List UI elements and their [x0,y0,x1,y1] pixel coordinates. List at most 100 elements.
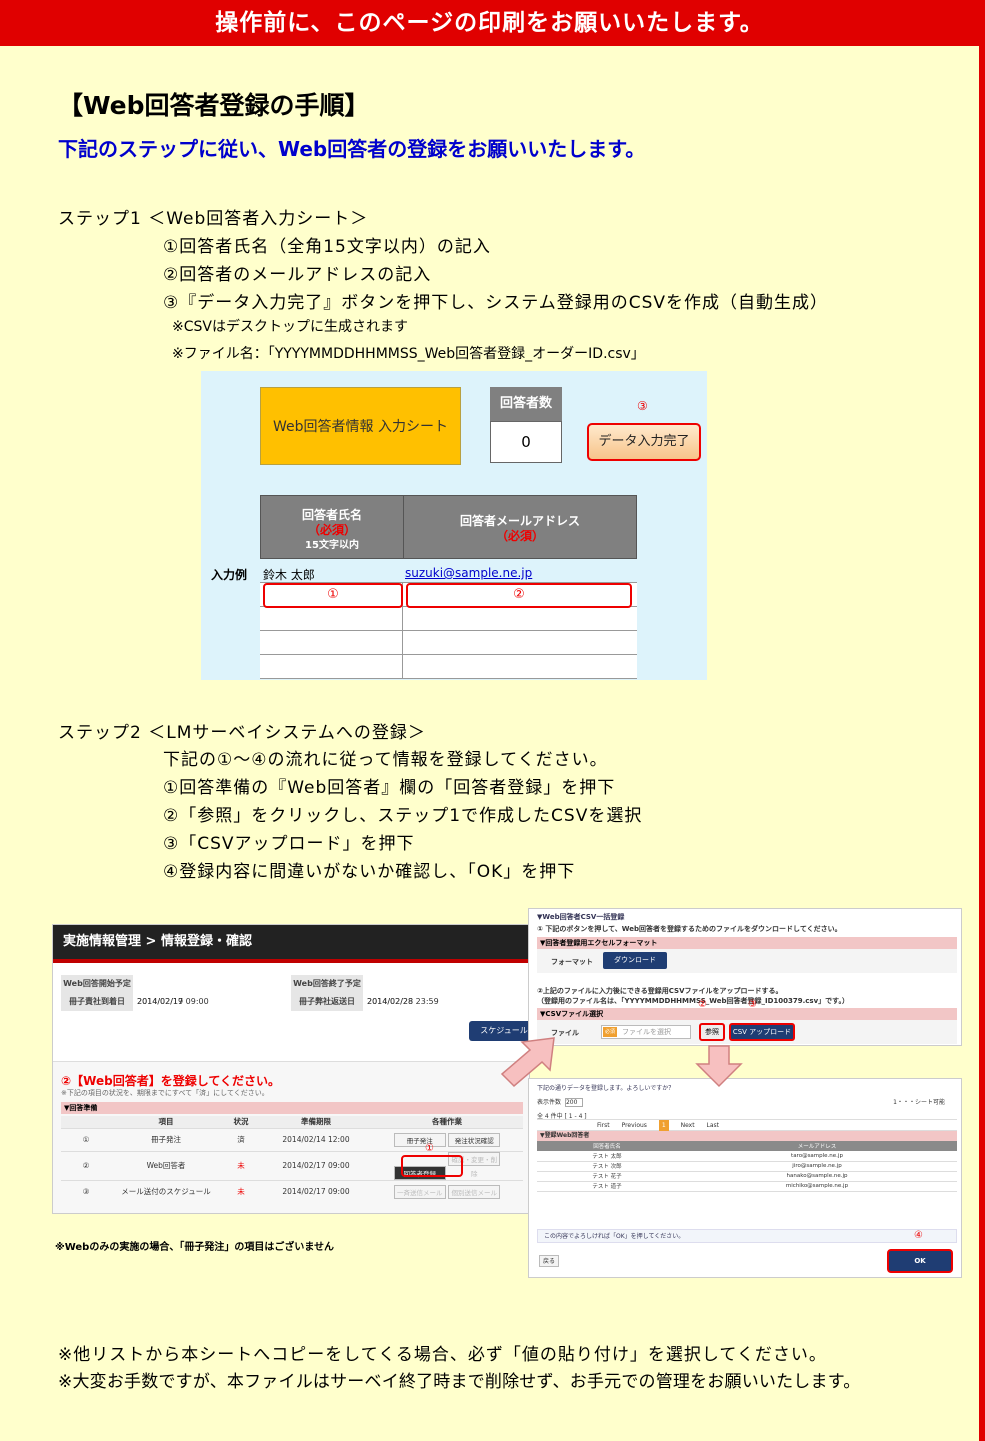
info-label: 冊子責社到着日 [61,993,133,1011]
back-button[interactable]: 戻る [539,1255,559,1267]
info-row: Web回答開始予定日時2014/02/17 09:00Web回答終了予定日時20… [61,975,521,1011]
step2-line: 下記の①～④の流れに従って情報を登録してください。 [163,750,608,770]
browse-button[interactable]: 参照 [699,1023,725,1041]
table-row: ① 冊子発注 済 2014/02/14 12:00 冊子発注 発注状況確認 [61,1127,523,1151]
cell-deadline: 2014/02/14 12:00 [261,1127,371,1151]
example-row [260,559,637,583]
col-name-required: （必須） [307,523,356,537]
page-first-link[interactable]: First [597,1122,610,1129]
individual-mail-button[interactable]: 個別送信メール [448,1184,501,1199]
order-status-button[interactable]: 発注状況確認 [448,1132,501,1147]
cell-item: メール送付のスケジュール [111,1179,221,1203]
marker-1: ① [425,1143,434,1154]
info-label: 冊子弊社返送日 [291,993,363,1011]
info-value: 2014/02/28 23:59 [367,997,439,1006]
prep-table: 項目 状況 準備期限 各種作業 ① 冊子発注 済 2014/02/14 12:0… [61,1116,523,1203]
cell-status: 未 [221,1150,261,1180]
schedule-button[interactable]: スケジュール [469,1021,529,1041]
format-row: フォーマット ダウンロード [537,949,957,973]
respondent-count-label: 回答者数 [490,387,562,421]
cell-status: 済 [221,1127,261,1151]
file-label: ファイル [551,1029,579,1037]
col-header-name: 回答者氏名 （必須） 15文字以内 [260,495,404,559]
marker-4: ④ [914,1230,923,1241]
cell-mail: michiko@sample.ne.jp [677,1181,957,1192]
page-last-link[interactable]: Last [706,1122,720,1129]
marker-3: ③ [748,999,757,1010]
csv-upload-screenshot: ▼Web回答者CSV一括登録 ① 下記のボタンを押して、Web回答者を登録するた… [528,908,962,1046]
example-name: 鈴木 太郎 [263,568,315,582]
page-current[interactable]: 1 [658,1120,669,1132]
range-text: 全 4 件中 [ 1 - 4 ] [537,1111,957,1123]
mail-input-marker[interactable]: ② [406,583,632,608]
csv-upload-button[interactable]: CSV アップロード [729,1023,795,1041]
name-input-marker[interactable]: ① [263,583,403,608]
cell-item: Web回答者 [111,1150,221,1180]
cell-mail: hanako@sample.ne.jp [677,1171,957,1182]
csv-section-title: ▼Web回答者CSV一括登録 [537,913,625,921]
pagination: First Previous 1 Next Last [537,1119,957,1132]
registered-bar: ▼登録Web回答者 [537,1131,957,1141]
input-row [260,655,637,679]
header-redline [53,959,529,963]
step1-line: ②回答者のメールアドレスの記入 [163,265,432,285]
cell-deadline: 2014/02/17 09:00 [261,1179,371,1203]
cell-name: テスト 太郎 [537,1151,677,1162]
arrow-down-icon [695,1045,743,1088]
format-bar: ▼回答者登録用エクセルフォーマット [537,937,957,949]
step1-heading: ステップ1 ＜Web回答者入力シート＞ [58,209,369,229]
info-value: 2014/02/19 [137,997,184,1006]
step1-note: ※CSVはデスクトップに生成されます [172,319,408,335]
cell-name: テスト 次郎 [537,1161,677,1172]
register-button-highlight [401,1155,463,1177]
cell-mail: jiro@sample.ne.jp [677,1161,957,1172]
sheet-link[interactable]: 1・・・シート可能 [893,1099,945,1106]
col-mail-required: （必須） [495,529,544,543]
col-header [61,1116,111,1128]
table-row: ② Web回答者 未 2014/02/17 09:00 回答者登録 確認・変更・… [61,1150,523,1180]
data-input-complete-button[interactable]: データ入力完了 [587,423,701,461]
example-mail: suzuki@sample.ne.jp [405,566,533,580]
web-only-note: ※Webのみの実施の場合、「冊子発注」の項目はございません [55,1242,335,1253]
col-name-label: 回答者氏名 [301,508,362,522]
col-header-mail: 回答者メールアドレス （必須） [403,495,637,559]
bulk-mail-button[interactable]: 一斉送信メール [393,1184,446,1199]
marker-2: ② [698,999,707,1010]
info-value: 2014/02/28 [367,997,414,1006]
info-row: 冊子責社到着日 2014/02/19 冊子弊社返送日 2014/02/28 [61,993,521,1011]
arrow-up-right-icon [500,1037,555,1088]
section-note: ※下記の項目の状況を、期限までにすべて「済」にしてください。 [61,1089,269,1097]
cell-item: 冊子発注 [111,1127,221,1151]
cell-status: 未 [221,1179,261,1203]
cell-no: ① [61,1127,111,1151]
file-input[interactable]: ファイルを選択 [601,1025,691,1039]
page-right-border [979,0,985,1441]
upload-instruction: ②上記のファイルに入力後にできる登録用CSVファイルをアップロードする。 （登録… [537,986,849,1006]
sheet-title: Web回答者情報 入力シート [260,387,461,465]
cell-name: テスト 道子 [537,1181,677,1192]
web-respondent-section: ②【Web回答者】を登録してください。 ※下記の項目の状況を、期限までにすべて「… [53,1061,529,1213]
footer-note: ※大変お手数ですが、本ファイルはサーベイ終了時まで削除せず、お手元での管理をお願… [58,1372,861,1392]
required-badge: 必須 [603,1027,617,1037]
booklet-order-button[interactable]: 冊子発注 [393,1132,446,1147]
ok-button[interactable]: OK [887,1249,953,1273]
step1-line: ①回答者氏名（全角15文字以内）の記入 [163,237,491,257]
step1-note: ※ファイル名：「YYYYMMDDHHMMSS_Web回答者登録_オーダーID.c… [172,346,645,362]
confirm-message: 下記の通りデータを登録します。よろしいですか？ [537,1085,675,1092]
page-previous-link[interactable]: Previous [621,1122,647,1129]
col-header: メールアドレス [677,1141,957,1151]
schedule-info: Web回答開始予定日時2014/02/17 09:00Web回答終了予定日時20… [61,975,521,1011]
col-header: 状況 [221,1116,261,1128]
upload-instruction-line: （登録用のファイル名は、「YYYYMMDDHHMMSS_Web回答者登録_ID1… [537,997,849,1005]
download-button[interactable]: ダウンロード [603,952,667,969]
col-header: 項目 [111,1116,221,1128]
confirm-screen-screenshot: 下記の通りデータを登録します。よろしいですか？ 表示件数 200 1・・・シート… [528,1078,962,1278]
page-next-link[interactable]: Next [680,1122,695,1129]
col-header: 回答者氏名 [537,1141,677,1151]
step2-line: ①回答準備の『Web回答者』欄の「回答者登録」を押下 [163,778,616,798]
display-count-select[interactable]: 200 [564,1098,583,1107]
col-mail-label: 回答者メールアドレス [459,514,580,528]
